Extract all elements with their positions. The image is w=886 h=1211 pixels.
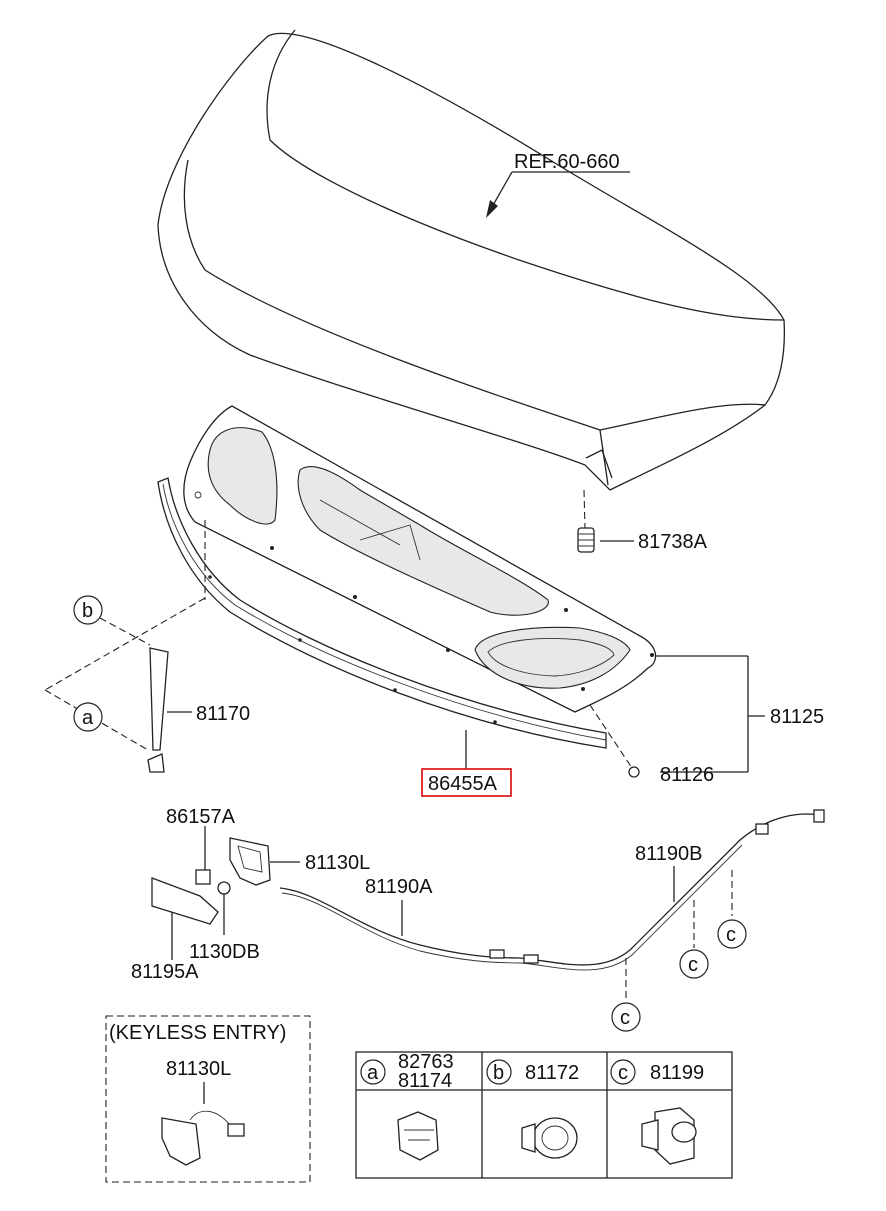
hood-insulator	[183, 405, 657, 713]
release-cable: 81190A 81190B c c c	[279, 809, 825, 1032]
bracket-81125: 81125 81126	[589, 655, 824, 786]
hood-latch-assembly: 81130L 86157A 1130DB 81195A	[131, 806, 370, 983]
callout-c-2: c	[688, 954, 698, 976]
stay-rod-81170: 81170 b a	[44, 520, 250, 773]
ref-callout: REF.60-660	[486, 151, 630, 218]
keyless-title: (KEYLESS ENTRY)	[109, 1022, 286, 1044]
keyless-entry-box: (KEYLESS ENTRY) 81130L	[105, 1015, 311, 1183]
label-81190B: 81190B	[635, 843, 702, 865]
grommet-b-icon	[521, 1117, 578, 1159]
label-81126: 81126	[660, 764, 714, 786]
callout-b-1: b	[82, 600, 93, 622]
keyless-part: 81130L	[166, 1058, 231, 1080]
hood-panel	[157, 29, 786, 491]
legend-a-letter: a	[367, 1062, 379, 1084]
label-81195A: 81195A	[131, 961, 199, 983]
highlight-box	[421, 768, 512, 797]
legend-c-letter: c	[618, 1062, 628, 1084]
clip-a-icon	[397, 1111, 439, 1161]
legend-a-part2: 81174	[398, 1070, 452, 1092]
clip-c-icon	[641, 1107, 697, 1165]
ref-label: REF.60-660	[514, 151, 620, 173]
label-86455A: 86455A	[428, 773, 498, 795]
label-1130DB: 1130DB	[189, 941, 260, 963]
label-86157A: 86157A	[166, 806, 236, 828]
label-81125: 81125	[770, 706, 824, 728]
label-81130L: 81130L	[305, 852, 370, 874]
legend-a-part1: 82763	[398, 1051, 454, 1073]
highlight-86455A: 86455A	[421, 730, 512, 797]
label-81738A: 81738A	[638, 531, 708, 553]
callout-c-1: c	[620, 1007, 630, 1029]
label-81170: 81170	[196, 703, 250, 725]
legend-b-part: 81172	[525, 1062, 579, 1084]
callout-a-1: a	[82, 707, 94, 729]
legend-b-letter: b	[493, 1062, 504, 1084]
legend-table: a 82763 81174 b 81172 c 81199	[355, 1051, 733, 1179]
label-81190A: 81190A	[365, 876, 433, 898]
bumper-stop-81738A: 81738A	[577, 489, 708, 553]
callout-c-3: c	[726, 924, 736, 946]
legend-c-part: 81199	[650, 1062, 704, 1084]
weatherstrip-86455A	[157, 477, 607, 749]
